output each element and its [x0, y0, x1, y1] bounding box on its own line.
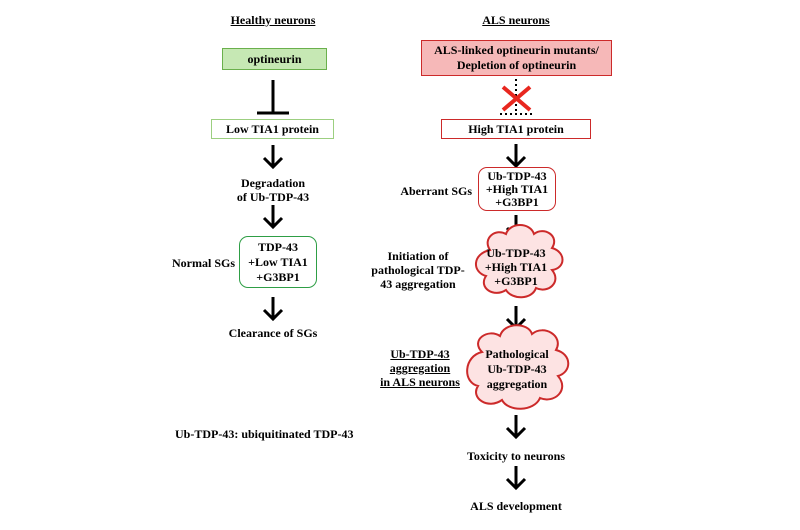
aberrant-sgs-line-2: +High TIA1: [485, 181, 549, 196]
initiation-label-1: Initiation of: [387, 249, 449, 263]
blocked-inhibition-symbol: [500, 79, 532, 115]
aberrant-sgs-label: Aberrant SGs: [400, 184, 472, 198]
high-tia1-box: High TIA1 protein: [441, 119, 591, 139]
aggregation-label-1: Ub-TDP-43: [390, 347, 450, 361]
inhibition-symbol: [257, 80, 289, 115]
initiation-cloud-shape: [475, 224, 564, 299]
als-mutants-line-1: ALS-linked optineurin mutants/: [434, 43, 599, 57]
aggregation-label-3: in ALS neurons: [380, 375, 460, 389]
arrow-down-icon: [505, 415, 527, 440]
pathological-cloud-shape: [466, 324, 570, 410]
normal-sgs-line-3: +G3BP1: [256, 269, 300, 284]
pathological-cloud-line-3: aggregation: [486, 376, 548, 391]
footnote: Ub-TDP-43: ubiquitinated TDP-43: [175, 427, 354, 441]
toxicity-text: Toxicity to neurons: [466, 449, 566, 463]
degradation-text-2: of Ub-TDP-43: [236, 190, 310, 204]
normal-sgs-label: Normal SGs: [172, 256, 235, 270]
arrow-down-icon: [262, 297, 284, 322]
normal-sgs-line-1: TDP-43: [258, 239, 298, 254]
normal-sgs-line-2: +Low TIA1: [248, 254, 308, 269]
pathological-cloud-text: Pathological Ub-TDP-43 aggregation: [474, 344, 560, 394]
low-tia1-label: Low TIA1 protein: [226, 121, 319, 136]
aggregation-label-2: aggregation: [389, 361, 451, 375]
initiation-cloud-line-2: +High TIA1: [484, 260, 548, 274]
initiation-cloud-text: Ub-TDP-43 +High TIA1 +G3BP1: [476, 243, 556, 291]
low-tia1-box: Low TIA1 protein: [211, 119, 334, 139]
pathological-cloud-line-2: Ub-TDP-43: [487, 361, 547, 376]
als-mutants-box: ALS-linked optineurin mutants/ Depletion…: [421, 40, 612, 76]
initiation-label-2: pathological TDP-: [371, 263, 465, 277]
optineurin-box: optineurin: [222, 48, 327, 70]
als-mutants-line-2: Depletion of optineurin: [456, 58, 577, 72]
initiation-cloud-line-3: +G3BP1: [494, 274, 538, 288]
arrow-down-icon: [505, 144, 527, 169]
aberrant-sgs-box: Ub-TDP-43 +High TIA1 +G3BP1: [478, 167, 556, 211]
optineurin-label: optineurin: [247, 51, 302, 66]
normal-sgs-box: TDP-43 +Low TIA1 +G3BP1: [239, 236, 317, 288]
initiation-label-3: 43 aggregation: [380, 277, 456, 291]
clearance-text: Clearance of SGs: [228, 326, 318, 340]
arrow-down-icon: [262, 145, 284, 170]
high-tia1-label: High TIA1 protein: [468, 121, 564, 136]
aberrant-sgs-line-1: Ub-TDP-43: [487, 168, 547, 183]
degradation-text-1: Degradation: [241, 176, 305, 190]
healthy-neurons-header: Healthy neurons: [230, 13, 316, 27]
arrow-down-icon: [262, 205, 284, 230]
pathological-cloud-line-1: Pathological: [485, 346, 549, 361]
als-neurons-header: ALS neurons: [482, 13, 550, 27]
als-development-text: ALS development: [470, 499, 562, 513]
initiation-cloud-line-1: Ub-TDP-43: [486, 246, 546, 260]
arrow-down-icon: [505, 466, 527, 491]
aberrant-sgs-line-3: +G3BP1: [495, 194, 539, 209]
